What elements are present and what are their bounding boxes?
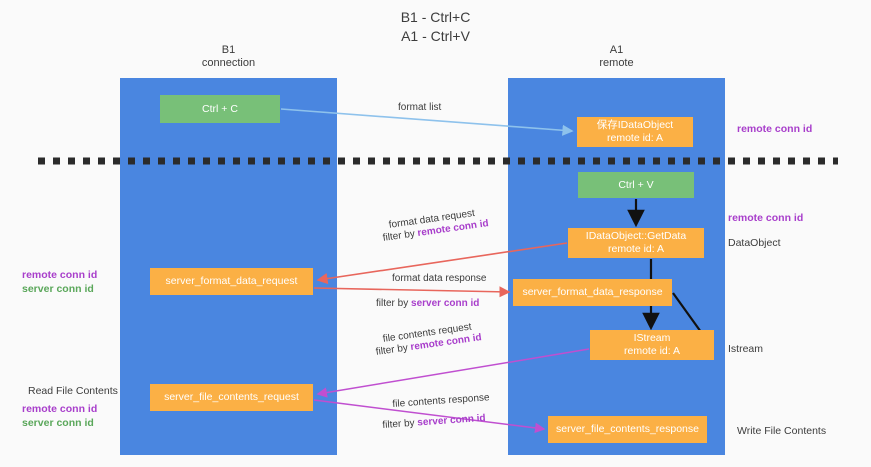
annotation-read-file-contents: Read File Contents bbox=[28, 385, 118, 397]
box-server-format-data-request[interactable]: server_format_data_request bbox=[150, 268, 313, 295]
filter-by-text-4: filter by bbox=[382, 417, 418, 431]
filter-server-conn-id-1: server conn id bbox=[411, 298, 480, 309]
edge-label-format-data-response-filter: filter by server conn id bbox=[376, 297, 479, 311]
annotation-remote-conn-id-2-text: remote conn id bbox=[728, 212, 804, 224]
box-server-format-data-response[interactable]: server_format_data_response bbox=[513, 279, 672, 306]
annotation-remote-conn-id-left-2: remote conn id bbox=[22, 403, 98, 415]
box-idataobject-label: 保存IDataObject bbox=[596, 119, 674, 131]
box-ctrl-v[interactable]: Ctrl + V bbox=[578, 172, 694, 198]
diagram-title: B1 - Ctrl+C A1 - Ctrl+V bbox=[0, 8, 871, 46]
box-server-format-data-response-label: server_format_data_response bbox=[522, 286, 663, 298]
box-idataobject-remote-id: remote id: A bbox=[606, 132, 664, 144]
edge-label-format-list: format list bbox=[398, 102, 442, 113]
lane-header-b1-name: B1 bbox=[221, 44, 236, 56]
box-getdata-label: IDataObject::GetData bbox=[585, 230, 687, 242]
box-server-file-contents-response-label: server_file_contents_response bbox=[555, 423, 699, 435]
lane-header-a1: A1 remote bbox=[508, 44, 725, 70]
annotation-remote-conn-id-1-text: remote conn id bbox=[737, 123, 813, 135]
filter-by-text-2: filter by bbox=[376, 298, 412, 309]
lane-header-b1: B1 connection bbox=[120, 44, 337, 70]
lane-header-a1-subtitle: remote bbox=[599, 57, 634, 69]
box-istream-label: IStream bbox=[633, 332, 671, 344]
box-istream-remote-id: remote id: A bbox=[623, 345, 681, 357]
annotation-remote-conn-id-1: remote conn id bbox=[737, 122, 812, 136]
edge-label-format-data-response: format data response bbox=[392, 273, 487, 284]
box-server-file-contents-request-label: server_file_contents_request bbox=[164, 391, 299, 403]
filter-by-text-3: filter by bbox=[375, 342, 412, 358]
arrow-format-data-response bbox=[313, 286, 511, 298]
box-ctrl-c[interactable]: Ctrl + C bbox=[160, 95, 280, 123]
box-idataobject-getdata[interactable]: IDataObject::GetData remote id: A bbox=[568, 228, 704, 258]
annotation-istream: Istream bbox=[728, 343, 764, 355]
annotation-server-conn-id-left-2: server conn id bbox=[22, 417, 94, 429]
box-server-file-contents-request[interactable]: server_file_contents_request bbox=[150, 384, 313, 411]
annotation-left-conn-ids-1: remote conn id server conn id bbox=[22, 268, 97, 296]
box-server-format-data-request-label: server_format_data_request bbox=[165, 275, 298, 287]
title-line-1: B1 - Ctrl+C bbox=[400, 9, 471, 25]
box-getdata-remote-id: remote id: A bbox=[607, 243, 665, 255]
lane-header-b1-subtitle: connection bbox=[201, 57, 256, 69]
annotation-write-file-contents: Write File Contents bbox=[737, 425, 827, 437]
lane-header-a1-name: A1 bbox=[609, 44, 624, 56]
edge-label-file-contents-response: file contents response bbox=[392, 392, 490, 410]
annotation-remote-conn-id-left-1: remote conn id bbox=[22, 269, 98, 281]
filter-server-conn-id-2: server conn id bbox=[417, 412, 486, 429]
box-server-file-contents-response[interactable]: server_file_contents_response bbox=[548, 416, 707, 443]
annotation-dataobject: DataObject bbox=[728, 237, 781, 249]
edge-label-file-contents-response-filter: filter by server conn id bbox=[382, 412, 486, 433]
annotation-left-conn-ids-2: remote conn id server conn id bbox=[22, 402, 97, 430]
box-ctrl-v-label: Ctrl + V bbox=[618, 178, 654, 191]
box-istream[interactable]: IStream remote id: A bbox=[590, 330, 714, 360]
title-line-2: A1 - Ctrl+V bbox=[401, 28, 470, 44]
box-idataobject[interactable]: 保存IDataObject remote id: A bbox=[577, 117, 693, 147]
box-ctrl-c-label: Ctrl + C bbox=[202, 102, 238, 115]
annotation-server-conn-id-left-1: server conn id bbox=[22, 283, 94, 295]
annotation-remote-conn-id-2: remote conn id bbox=[728, 211, 803, 225]
filter-by-text-1: filter by bbox=[382, 228, 419, 244]
